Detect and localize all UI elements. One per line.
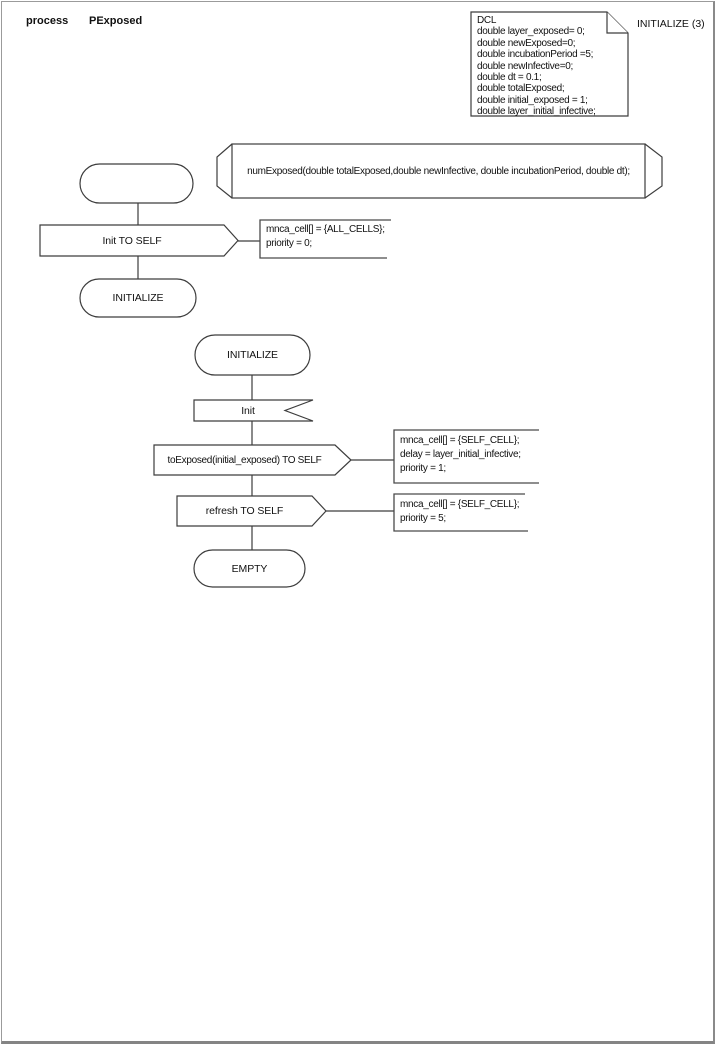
output-refresh-shape[interactable] (176, 495, 327, 527)
note-line: mnca_cell[] = {SELF_CELL}; (400, 435, 520, 446)
note-line: priority = 5; (400, 513, 446, 525)
output-toexposed-shape[interactable] (153, 444, 352, 476)
output-refresh-label[interactable]: refresh TO SELF (205, 505, 284, 517)
note-self-cell-1-shape[interactable] (393, 429, 539, 484)
note-all-cells-text[interactable]: mnca_cell[] = {ALL_CELLS}; priority = 0; (266, 223, 385, 251)
output-init-to-self-label[interactable]: Init TO SELF (102, 234, 162, 247)
page-label: INITIALIZE (3) (637, 18, 705, 30)
dcl-line: double layer_initial_infective; (477, 106, 596, 118)
dcl-line: double newInfective=0; (477, 60, 573, 72)
process-keyword: process (26, 15, 69, 27)
dcl-note-text[interactable]: DCL double layer_exposed= 0; double newE… (477, 15, 625, 118)
note-line: priority = 0; (266, 238, 312, 250)
procedure-decl-right-cap (644, 143, 663, 199)
note-self-cell-1-text[interactable]: mnca_cell[] = {SELF_CELL}; delay = layer… (400, 434, 521, 477)
state-initialize-shape[interactable] (79, 278, 197, 318)
state-empty-label[interactable]: EMPTY (231, 562, 268, 575)
dcl-line: double incubationPeriod =5; (477, 49, 594, 61)
dcl-note-shape[interactable] (470, 11, 629, 117)
note-line: mnca_cell[] = {SELF_CELL}; (400, 499, 520, 510)
note-line: mnca_cell[] = {ALL_CELLS}; (266, 224, 385, 235)
state-initialize2-label[interactable]: INITIALIZE (227, 349, 278, 361)
output-toexposed-label[interactable]: toExposed(initial_exposed) TO SELF (167, 454, 322, 466)
note-line: delay = layer_initial_infective; (400, 449, 521, 461)
output-init-to-self-shape[interactable] (39, 224, 239, 257)
input-init-label[interactable]: Init (241, 404, 255, 417)
input-init-shape[interactable] (193, 399, 314, 422)
procedure-decl-shape[interactable] (231, 143, 646, 199)
dcl-line: double newExposed=0; (477, 37, 576, 49)
start-state-shape[interactable] (79, 163, 194, 204)
dcl-line: DCL (477, 15, 497, 26)
procedure-decl-left-cap (216, 143, 233, 199)
note-self-cell-2-text[interactable]: mnca_cell[] = {SELF_CELL}; priority = 5; (400, 498, 520, 526)
state-empty-shape[interactable] (193, 549, 306, 588)
dcl-line: double totalExposed; (477, 83, 565, 95)
note-all-cells-shape[interactable] (259, 219, 391, 259)
procedure-decl-label[interactable]: numExposed(double totalExposed,double ne… (247, 165, 630, 177)
process-name: PExposed (89, 15, 143, 27)
dcl-line: double initial_exposed = 1; (477, 94, 588, 106)
state-initialize-label[interactable]: INITIALIZE (112, 292, 164, 304)
dcl-note-fold-icon (606, 12, 628, 34)
note-self-cell-2-shape[interactable] (393, 493, 528, 532)
dcl-line: double layer_exposed= 0; (477, 26, 585, 38)
dcl-line: double dt = 0.1; (477, 72, 542, 84)
note-line: priority = 1; (400, 463, 446, 475)
